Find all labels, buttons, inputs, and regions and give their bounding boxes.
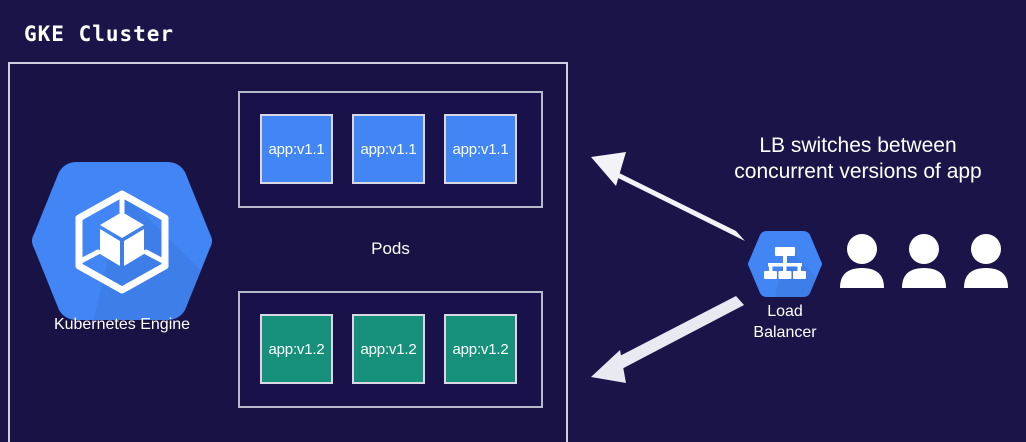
pods-label: Pods [371,239,410,258]
load-balancer-label-line-2: Balancer [753,324,817,341]
pod-v12-3[interactable]: app:v1.2 [444,314,517,384]
user-icon [840,234,884,288]
pod-v11-2[interactable]: app:v1.1 [352,114,425,184]
pod-v11-1[interactable]: app:v1.1 [260,114,333,184]
user-icon [964,234,1008,288]
load-balancer-hexagon-icon[interactable] [748,228,822,300]
pod-v12-2[interactable]: app:v1.2 [352,314,425,384]
user-icon [902,234,946,288]
kubernetes-engine-hexagon-icon [32,156,212,326]
pod-v12-1[interactable]: app:v1.2 [260,314,333,384]
kubernetes-engine-label: Kubernetes Engine [53,316,191,333]
lb-caption-line-2: concurrent versions of app [734,160,982,183]
lb-caption-line-1: LB switches between [759,134,957,157]
lb-to-v12-arrow [591,296,744,383]
load-balancer-label: Load Balancer [725,301,845,343]
page-title: GKE Cluster [24,22,175,46]
pod-v11-3[interactable]: app:v1.1 [444,114,517,184]
lb-caption: LB switches between concurrent versions … [690,133,1026,185]
load-balancer-label-line-1: Load [767,303,803,320]
users-group [836,232,1012,288]
